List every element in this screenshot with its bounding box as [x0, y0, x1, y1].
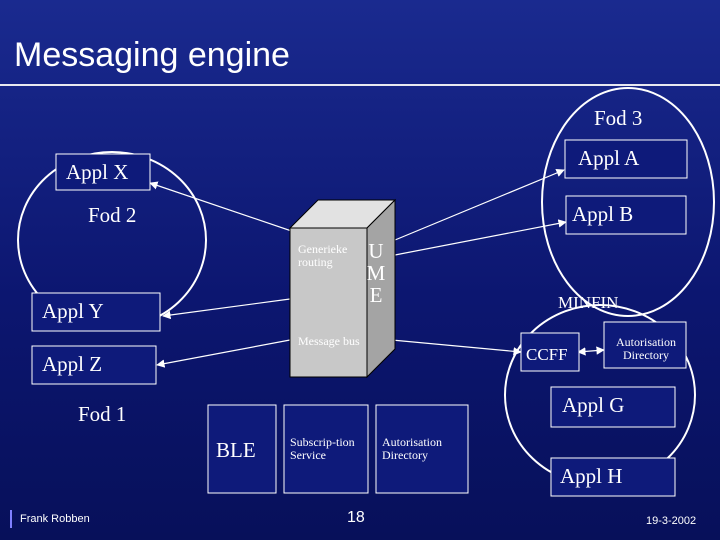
- node-authorisation-directory: [375, 404, 469, 494]
- ume-letter-m: M: [366, 261, 386, 286]
- footer-author: Frank Robben: [20, 513, 90, 525]
- connector-cube-appl-b: [394, 219, 567, 256]
- cube-front-face: [289, 227, 368, 378]
- node-subscription-service: [283, 404, 369, 494]
- appl-z-label: Appl Z: [42, 352, 103, 376]
- footer-accent: [10, 510, 12, 528]
- connector-cube-appl-z: [156, 339, 291, 368]
- footer-date: 19-3-2002: [646, 515, 697, 527]
- node-appl-x: [55, 153, 151, 191]
- node-ble: [207, 404, 277, 494]
- node-appl-y: [31, 292, 161, 332]
- appl-a-label: Appl A: [578, 146, 640, 170]
- title-divider: [0, 84, 720, 86]
- node-appl-b: [565, 195, 687, 235]
- generic-routing-label: Generieke routing: [298, 242, 348, 270]
- minfin-authorisation-label: Autorisation Directory: [616, 335, 676, 363]
- appl-b-label: Appl B: [572, 202, 634, 226]
- node-minfin-authorisation: [603, 321, 687, 369]
- node-appl-g: [550, 386, 676, 428]
- appl-g-label: Appl G: [562, 393, 625, 417]
- ume-letter-e: E: [369, 283, 383, 308]
- group-fod3-label: Fod 3: [594, 106, 643, 130]
- subscription-service-label: Subscrip-tion Service: [290, 435, 355, 463]
- group-fod1-label: Fod 1: [78, 402, 127, 426]
- appl-h-label: Appl H: [560, 464, 623, 488]
- node-appl-h: [550, 457, 676, 497]
- appl-y-label: Appl Y: [42, 299, 104, 323]
- page-number: 18: [347, 509, 365, 526]
- minfin-label: MINFIN: [558, 293, 619, 312]
- node-appl-z: [31, 345, 157, 385]
- connector-cube-appl-y: [162, 298, 291, 320]
- connector-cube-appl-a: [394, 169, 565, 241]
- group-fod2-label: Fod 2: [88, 203, 137, 227]
- appl-x-label: Appl X: [66, 160, 129, 184]
- ume-letter-u: U: [368, 239, 384, 263]
- message-bus-label: Message bus: [298, 334, 360, 348]
- slide-title: Messaging engine: [14, 36, 290, 74]
- connector-ccff-authorisation: [577, 346, 605, 356]
- oval-fod3: [541, 87, 715, 317]
- authorisation-directory-label: Autorisation Directory: [382, 435, 442, 463]
- ume-label: U M E: [364, 240, 388, 306]
- node-appl-a: [564, 139, 688, 179]
- node-ccff: [520, 332, 580, 372]
- ble-label: BLE: [216, 438, 256, 462]
- ccff-label: CCFF: [526, 345, 568, 364]
